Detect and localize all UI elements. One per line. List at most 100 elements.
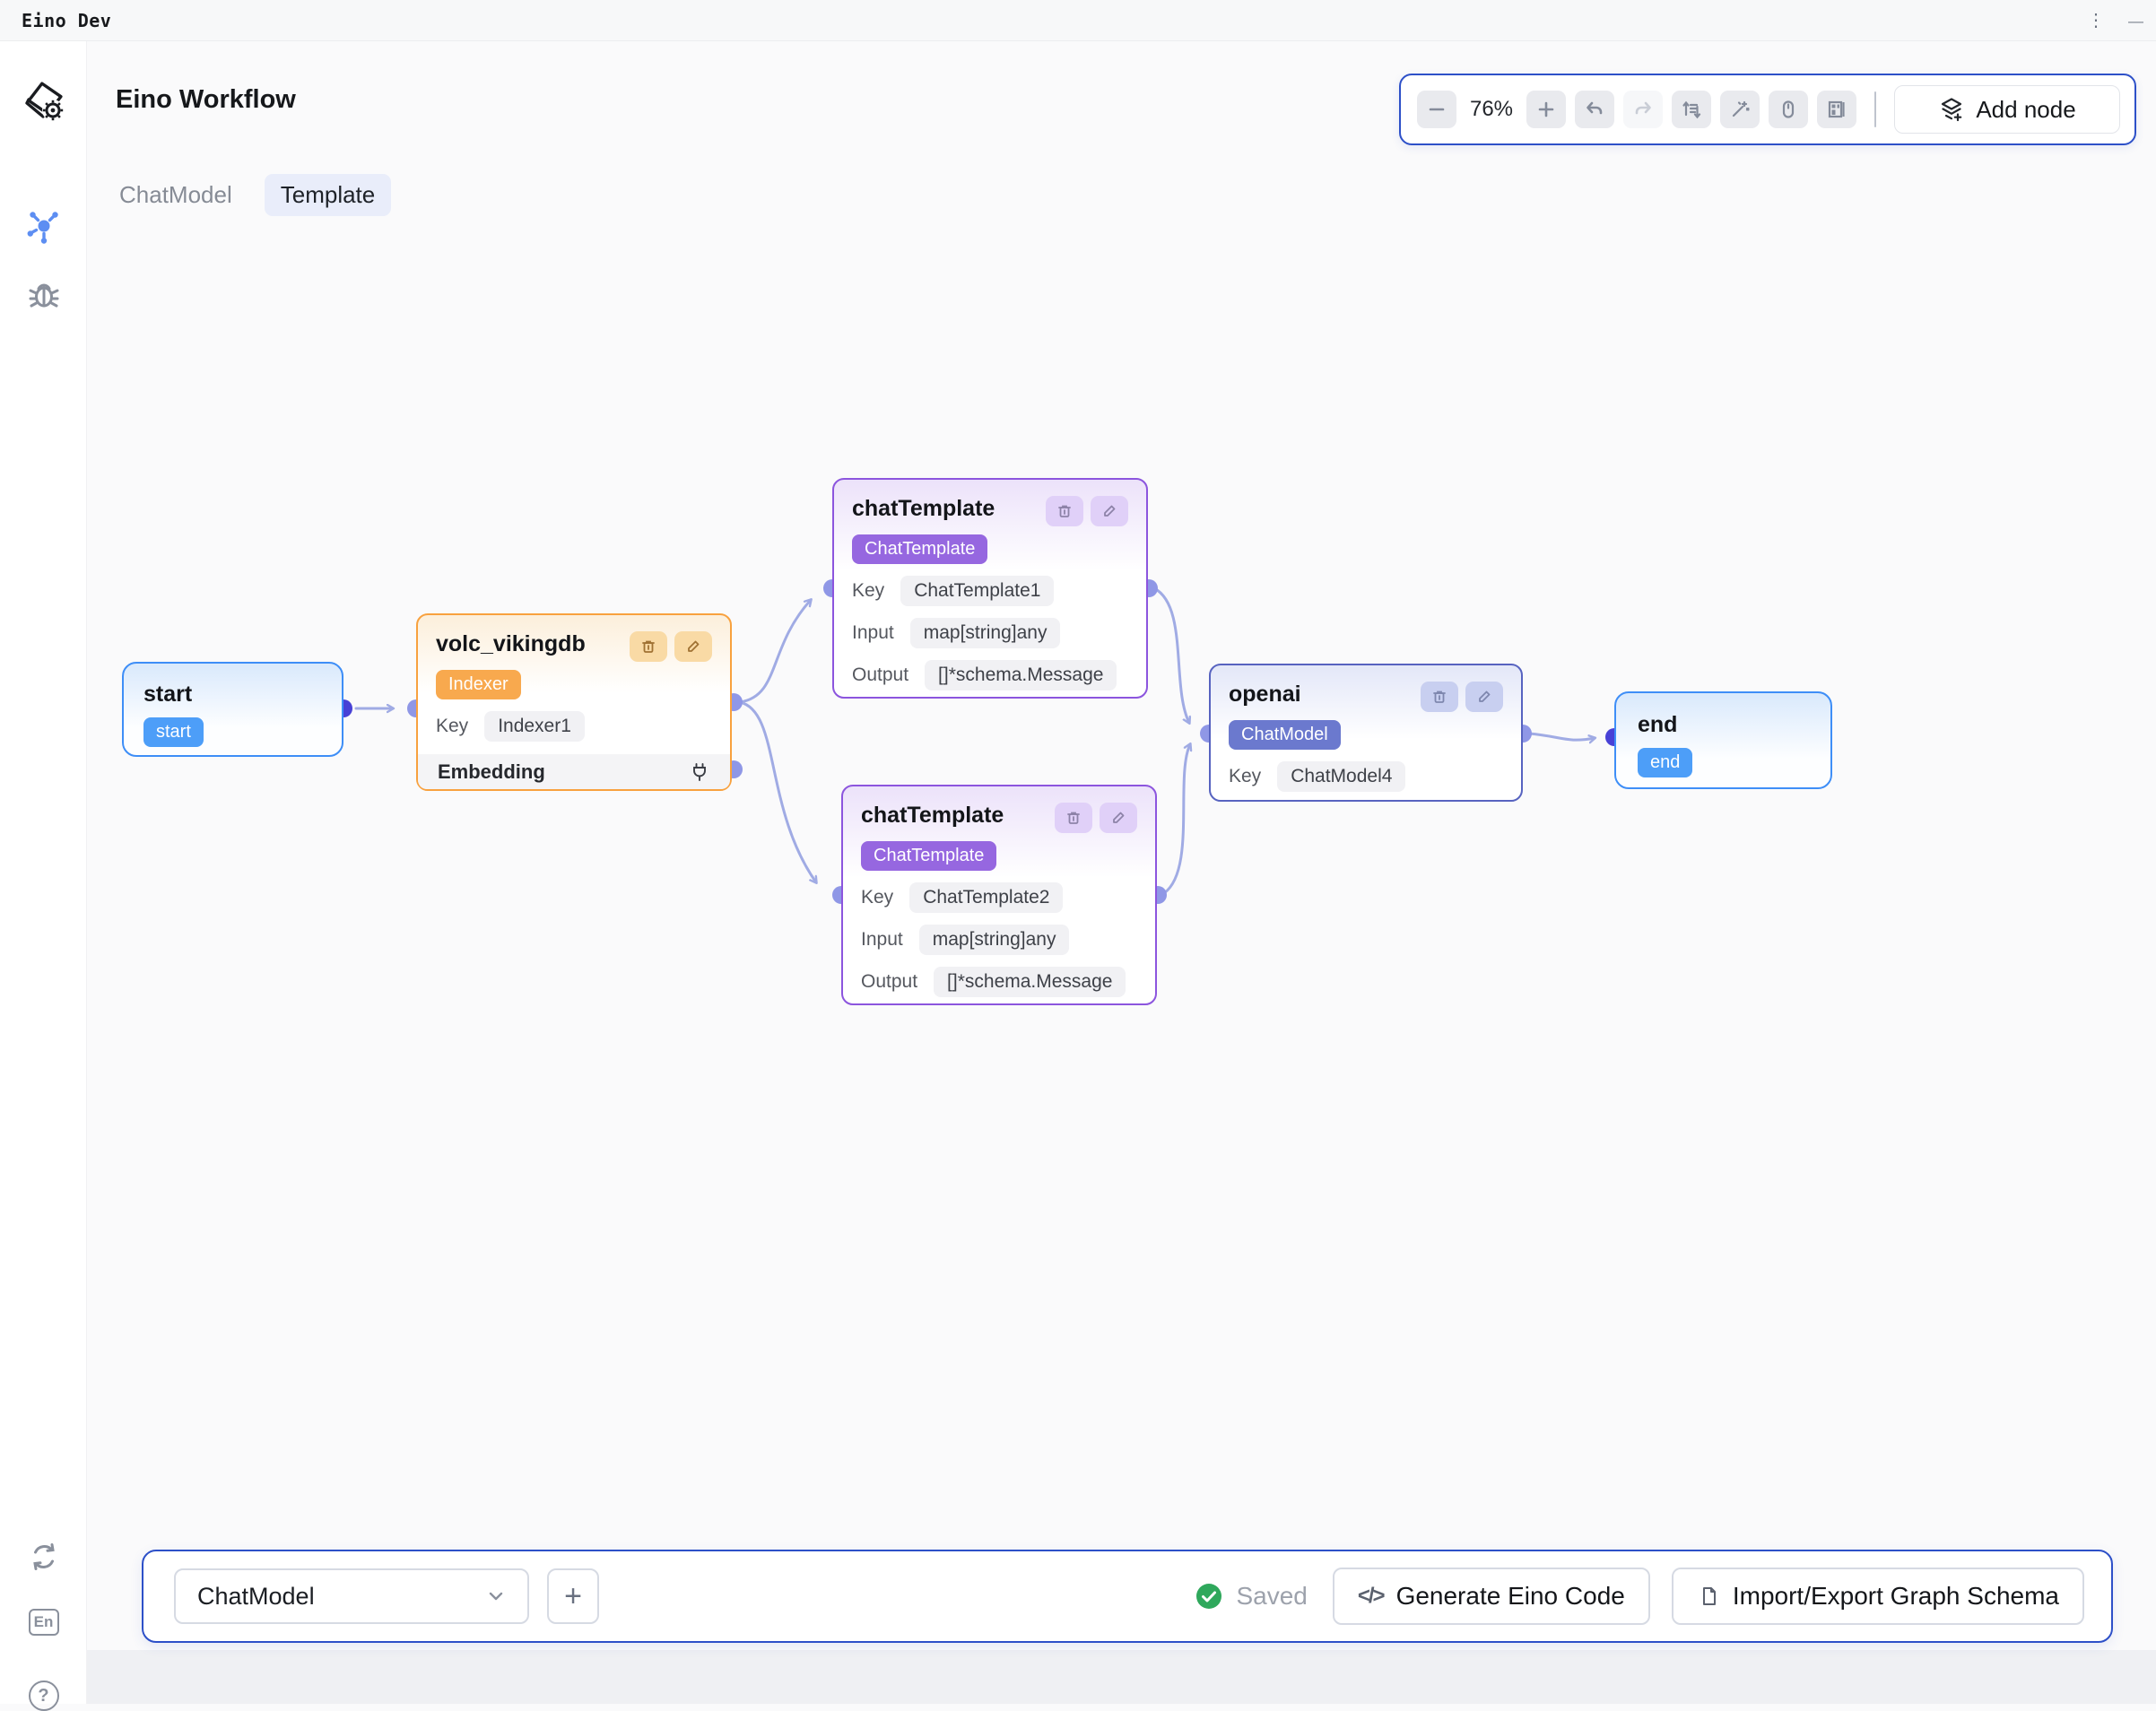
delete-node-button[interactable] — [1421, 682, 1458, 712]
undo-icon — [1587, 101, 1603, 115]
magic-wand-button[interactable] — [1720, 91, 1760, 128]
input-value-chip: map[string]any — [909, 618, 1061, 648]
minus-icon — [1429, 108, 1445, 111]
toolbar-divider — [1874, 91, 1876, 127]
edge-chattemplate2-openai — [1162, 744, 1190, 895]
pencil-icon — [1479, 690, 1491, 702]
tab-chatmodel[interactable]: ChatModel — [119, 181, 232, 208]
key-value-chip: ChatModel4 — [1277, 761, 1406, 792]
language-icon: En — [28, 1609, 59, 1636]
magic-wand-icon — [1732, 100, 1750, 117]
node-title: chatTemplate — [861, 803, 1004, 828]
code-icon: </> — [1357, 1584, 1386, 1608]
trash-icon — [1067, 812, 1080, 824]
delete-node-button[interactable] — [1055, 803, 1092, 833]
output-value-chip: []*schema.Message — [934, 967, 1126, 997]
pencil-icon — [1104, 505, 1116, 517]
generate-code-button[interactable]: </> Generate Eino Code — [1332, 1568, 1650, 1625]
saved-label: Saved — [1236, 1582, 1308, 1610]
trash-icon — [1058, 505, 1071, 517]
graph-select-value: ChatModel — [197, 1582, 315, 1610]
redo-icon — [1635, 101, 1651, 115]
sidebar-item-debug[interactable] — [0, 276, 87, 312]
output-label: Output — [852, 664, 909, 685]
mouse-icon — [1782, 100, 1795, 118]
generate-code-label: Generate Eino Code — [1395, 1582, 1625, 1610]
node-title: chatTemplate — [852, 496, 995, 521]
minimap-button[interactable] — [1817, 91, 1856, 128]
node-type-badge: start — [143, 717, 204, 747]
plus-icon: + — [564, 1579, 582, 1613]
sidebar-help-button[interactable]: ? — [0, 1681, 87, 1711]
mouse-mode-button[interactable] — [1769, 91, 1808, 128]
embedding-section[interactable]: Embedding — [418, 754, 730, 789]
auto-layout-button[interactable] — [1672, 91, 1711, 128]
chevron-down-icon — [489, 1592, 503, 1601]
key-label: Key — [1229, 766, 1262, 786]
edge-chattemplate1-openai — [1152, 586, 1189, 723]
node-type-badge: end — [1638, 748, 1693, 777]
graph-select[interactable]: ChatModel — [174, 1568, 529, 1624]
plug-icon — [693, 762, 706, 781]
undo-button[interactable] — [1575, 91, 1614, 128]
window-titlebar: Eino Dev ⋮ — — [0, 0, 2156, 41]
node-volc-vikingdb[interactable]: volc_vikingdb Indexer Key Indexer1 Embed… — [416, 613, 732, 791]
redo-button[interactable] — [1623, 91, 1663, 128]
bug-icon — [29, 283, 58, 308]
tab-template[interactable]: Template — [264, 174, 392, 216]
sidebar-item-workflow[interactable] — [0, 208, 87, 246]
workflow-graph-icon — [27, 212, 58, 244]
zoom-out-button[interactable] — [1417, 91, 1456, 128]
edit-node-button[interactable] — [1091, 496, 1128, 526]
key-label: Key — [861, 887, 894, 908]
output-label: Output — [861, 971, 918, 992]
import-export-label: Import/Export Graph Schema — [1732, 1582, 2059, 1610]
key-value-chip: ChatTemplate1 — [900, 576, 1055, 606]
key-value-chip: Indexer1 — [484, 711, 585, 742]
output-value-chip: []*schema.Message — [925, 660, 1117, 690]
zoom-level-value: 76% — [1469, 97, 1514, 121]
trash-icon — [642, 640, 655, 653]
add-node-button[interactable]: Add node — [1894, 85, 2120, 134]
zoom-in-button[interactable] — [1526, 91, 1566, 128]
node-type-badge: ChatModel — [1229, 720, 1341, 750]
node-type-badge: Indexer — [436, 670, 521, 699]
window-more-icon[interactable]: ⋮ — [2087, 11, 2105, 30]
edge-openai-end — [1527, 732, 1595, 740]
node-start[interactable]: start start — [122, 662, 343, 757]
input-label: Input — [852, 622, 894, 643]
sidebar-language-button[interactable]: En — [0, 1609, 87, 1636]
add-node-label: Add node — [1976, 95, 2076, 123]
app-title: Eino Dev — [22, 9, 112, 31]
help-icon: ? — [28, 1681, 59, 1711]
edit-node-button[interactable] — [674, 631, 712, 662]
eino-logo — [0, 77, 87, 124]
delete-node-button[interactable] — [630, 631, 667, 662]
delete-node-button[interactable] — [1046, 496, 1083, 526]
key-value-chip: ChatTemplate2 — [909, 882, 1064, 913]
node-chattemplate-2[interactable]: chatTemplate ChatTemplate Key ChatTempla… — [841, 785, 1157, 1005]
canvas-toolbar: 76% — [1399, 74, 2136, 145]
trash-icon — [1433, 690, 1446, 703]
node-openai[interactable]: openai ChatModel Key ChatModel4 — [1209, 664, 1523, 802]
import-export-button[interactable]: Import/Export Graph Schema — [1671, 1568, 2084, 1625]
sidebar-refresh-button[interactable] — [0, 1541, 87, 1573]
file-icon — [1702, 1587, 1716, 1605]
node-chattemplate-1[interactable]: chatTemplate ChatTemplate Key ChatTempla… — [832, 478, 1148, 699]
input-label: Input — [861, 929, 903, 950]
save-status: Saved — [1195, 1582, 1308, 1611]
window-minimize-icon[interactable]: — — [2128, 12, 2143, 30]
saved-check-icon — [1196, 1584, 1222, 1609]
edge-volc-chattemplate1 — [738, 600, 811, 704]
node-title: volc_vikingdb — [436, 631, 586, 656]
add-graph-button[interactable]: + — [547, 1568, 599, 1624]
canvas-footer-strip — [87, 1650, 2156, 1704]
node-type-badge: ChatTemplate — [861, 841, 997, 871]
node-title: openai — [1229, 682, 1301, 707]
edit-node-button[interactable] — [1100, 803, 1137, 833]
node-end[interactable]: end end — [1614, 691, 1832, 789]
edit-node-button[interactable] — [1465, 682, 1503, 712]
sort-layout-icon — [1682, 100, 1701, 119]
pencil-icon — [688, 640, 700, 652]
key-label: Key — [436, 716, 469, 736]
